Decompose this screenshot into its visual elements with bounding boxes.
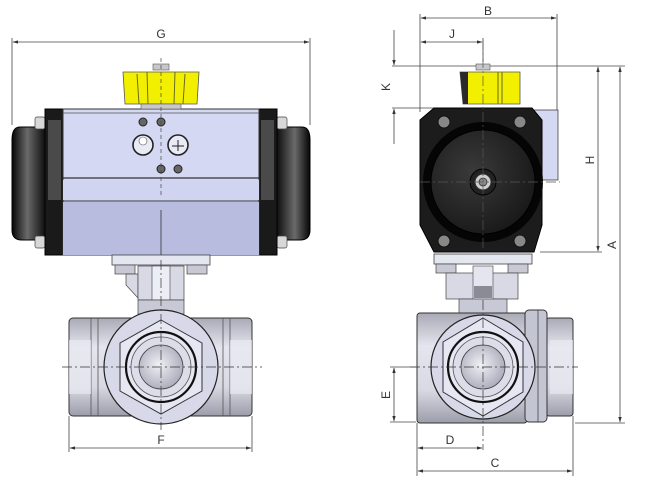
side-view: B J K H A [379,4,625,476]
dimension-a: A [575,66,625,424]
actuator-ports [132,58,189,195]
label-h: H [583,156,597,165]
label-k: K [379,83,393,91]
dimension-k: K [379,30,625,144]
label-e: E [379,391,393,399]
left-end-cap [11,108,64,256]
dimension-b: B [419,4,558,112]
valve-body-front [62,260,262,430]
dimension-h: H [540,66,602,253]
actuator-body [62,108,260,256]
dimension-j: J [420,27,484,62]
label-d: D [446,433,455,447]
label-c: C [491,456,500,470]
dimension-d: D [416,423,483,476]
label-f: F [157,433,164,447]
label-g: G [156,27,165,41]
label-j: J [449,27,455,41]
right-end-cap [258,108,311,256]
valve-body-side [410,300,578,450]
dimension-e: E [379,366,416,423]
dimension-g: G [11,27,311,125]
label-b: B [484,4,492,18]
mounting-bracket-side [433,253,533,316]
label-a: A [605,241,619,249]
position-indicator-side [459,63,521,105]
actuator-end-face [419,40,560,253]
front-view: G [11,27,311,452]
dimension-f: F [68,416,253,452]
dimension-c: C [417,416,574,476]
